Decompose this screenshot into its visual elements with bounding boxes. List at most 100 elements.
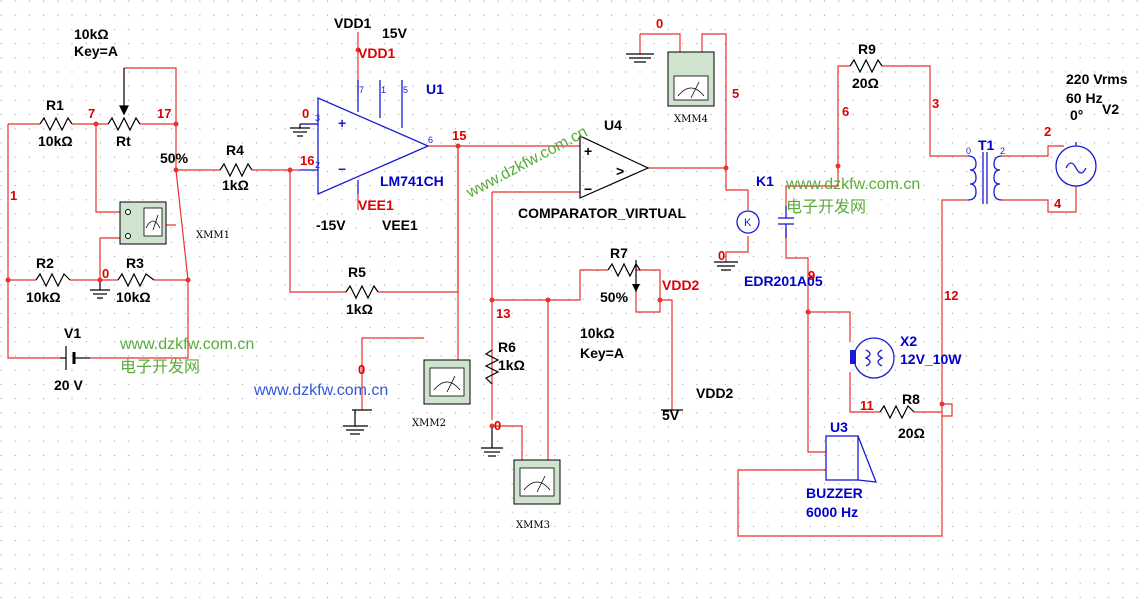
net-label-6: 6 bbox=[842, 104, 849, 119]
vee1-net-label: VEE1 bbox=[358, 197, 394, 213]
resistor-r8[interactable] bbox=[879, 404, 915, 420]
t1-pin-2: 2 bbox=[1000, 146, 1005, 156]
pin-2-label: 2 bbox=[315, 160, 320, 170]
r7-label: R7 bbox=[610, 245, 628, 261]
vee1-label: VEE1 bbox=[382, 217, 418, 233]
net-label-16: 16 bbox=[300, 153, 314, 168]
wires-comparator bbox=[491, 167, 726, 460]
net-label-5: 5 bbox=[732, 86, 739, 101]
net-label-12: 12 bbox=[944, 288, 958, 303]
net-label-17: 17 bbox=[157, 106, 171, 121]
r4-label: R4 bbox=[226, 142, 244, 158]
edr-label: EDR201A05 bbox=[744, 273, 823, 289]
lm741-label: LM741CH bbox=[380, 173, 444, 189]
net-label-2: 2 bbox=[1044, 124, 1051, 139]
vdd1-net-label: VDD1 bbox=[358, 45, 396, 61]
net-label-0-left: 0 bbox=[102, 266, 109, 281]
v1-label: V1 bbox=[64, 325, 81, 341]
comparator-minus-sign: − bbox=[584, 181, 592, 197]
r9-label: R9 bbox=[858, 41, 876, 57]
resistor-r6[interactable] bbox=[484, 349, 500, 385]
u4-label: U4 bbox=[604, 117, 622, 133]
comparator-symbol: > bbox=[616, 163, 624, 179]
battery-v1[interactable] bbox=[60, 346, 90, 370]
resistor-r4[interactable] bbox=[219, 162, 253, 178]
net-label-7: 7 bbox=[88, 106, 95, 121]
r5-value-label: 1kΩ bbox=[346, 301, 373, 317]
multimeter-xmm3[interactable] bbox=[513, 459, 561, 505]
resistor-r3[interactable] bbox=[117, 272, 155, 288]
multimeter-xmm1[interactable] bbox=[119, 201, 167, 245]
vdd2-net-label: VDD2 bbox=[662, 277, 700, 293]
comparator-plus-sign: + bbox=[584, 143, 592, 159]
potentiometer-rt[interactable] bbox=[107, 116, 141, 132]
junctions-relay bbox=[805, 163, 945, 407]
opamp-minus-sign: − bbox=[338, 161, 346, 177]
buzzer-freq-label: 6000 Hz bbox=[806, 504, 858, 520]
r8-value-label: 20Ω bbox=[898, 425, 925, 441]
opamp-plus-sign: + bbox=[338, 115, 346, 131]
vee1-voltage-label: -15V bbox=[316, 217, 346, 233]
resistor-r5[interactable] bbox=[345, 284, 379, 300]
r6-label: R6 bbox=[498, 339, 516, 355]
opamp-u1-body[interactable] bbox=[317, 97, 430, 195]
x2-label: X2 bbox=[900, 333, 917, 349]
r5-label: R5 bbox=[348, 264, 366, 280]
multimeter-xmm4[interactable] bbox=[667, 51, 715, 107]
r1-label: R1 bbox=[46, 97, 64, 113]
buzzer-label: BUZZER bbox=[806, 485, 863, 501]
xmm1-label: XMM1 bbox=[196, 230, 230, 241]
rt-percent-label: 50% bbox=[160, 150, 189, 166]
net-label-11: 11 bbox=[860, 398, 874, 413]
ac-source-v2[interactable] bbox=[1055, 142, 1097, 187]
lamp-x2[interactable] bbox=[850, 337, 895, 379]
vdd2-label: VDD2 bbox=[696, 385, 734, 401]
k1-label: K1 bbox=[756, 173, 774, 189]
v2-phase-label: 0° bbox=[1070, 107, 1083, 123]
comparator-label: COMPARATOR_VIRTUAL bbox=[518, 205, 686, 221]
vdd1-voltage-label: 15V bbox=[382, 25, 408, 41]
pin-7-label: 7 bbox=[359, 85, 364, 95]
r3-label: R3 bbox=[126, 255, 144, 271]
rt-value-label: 10kΩ bbox=[74, 26, 109, 42]
r9-value-label: 20Ω bbox=[852, 75, 879, 91]
watermark-url-center: www.dzkfw.com.cn bbox=[253, 382, 388, 399]
transformer-t1[interactable] bbox=[967, 152, 1003, 204]
resistor-r2[interactable] bbox=[35, 272, 71, 288]
net-label-1: 1 bbox=[10, 188, 17, 203]
multimeter-xmm2[interactable] bbox=[423, 359, 471, 405]
net-label-0-opamp: 0 bbox=[302, 106, 309, 121]
resistor-r1[interactable] bbox=[39, 116, 73, 132]
t1-pin-0: 0 bbox=[966, 146, 971, 156]
vdd2-voltage-label: 5V bbox=[662, 407, 680, 423]
v2-rms-label: 220 Vrms bbox=[1066, 71, 1128, 87]
x2-value-label: 12V_10W bbox=[900, 351, 962, 367]
ground-symbol-3 bbox=[343, 409, 372, 435]
comparator-u4-body[interactable] bbox=[579, 135, 650, 199]
u3-label: U3 bbox=[830, 419, 848, 435]
u1-label: U1 bbox=[426, 81, 444, 97]
buzzer-u3[interactable] bbox=[825, 435, 877, 483]
relay-k1[interactable] bbox=[736, 206, 794, 238]
xmm3-label: XMM3 bbox=[516, 520, 550, 531]
ground-symbol-4 bbox=[481, 426, 503, 457]
net-label-13: 13 bbox=[496, 306, 510, 321]
wires-left bbox=[7, 67, 220, 359]
ground-symbol-2 bbox=[290, 124, 310, 137]
r4-value-label: 1kΩ bbox=[222, 177, 249, 193]
ground-symbol-7 bbox=[714, 261, 738, 271]
net-label-0-relay: 0 bbox=[718, 248, 725, 263]
junctions-comp bbox=[489, 165, 729, 429]
xmm2-label: XMM2 bbox=[412, 418, 446, 429]
watermark-url-right: www.dzkfw.com.cn bbox=[785, 176, 920, 193]
net-label-0-xmm2: 0 bbox=[358, 362, 365, 377]
r2-value-label: 10kΩ bbox=[26, 289, 61, 305]
r1-value-label: 10kΩ bbox=[38, 133, 73, 149]
net-label-0-xmm4: 0 bbox=[656, 16, 663, 31]
resistor-r9[interactable] bbox=[849, 58, 883, 74]
net-label-9: 9 bbox=[808, 268, 815, 283]
watermark-cn-right: 电子开发网 bbox=[786, 198, 866, 216]
v1-value-label: 20 V bbox=[54, 377, 83, 393]
r3-value-label: 10kΩ bbox=[116, 289, 151, 305]
